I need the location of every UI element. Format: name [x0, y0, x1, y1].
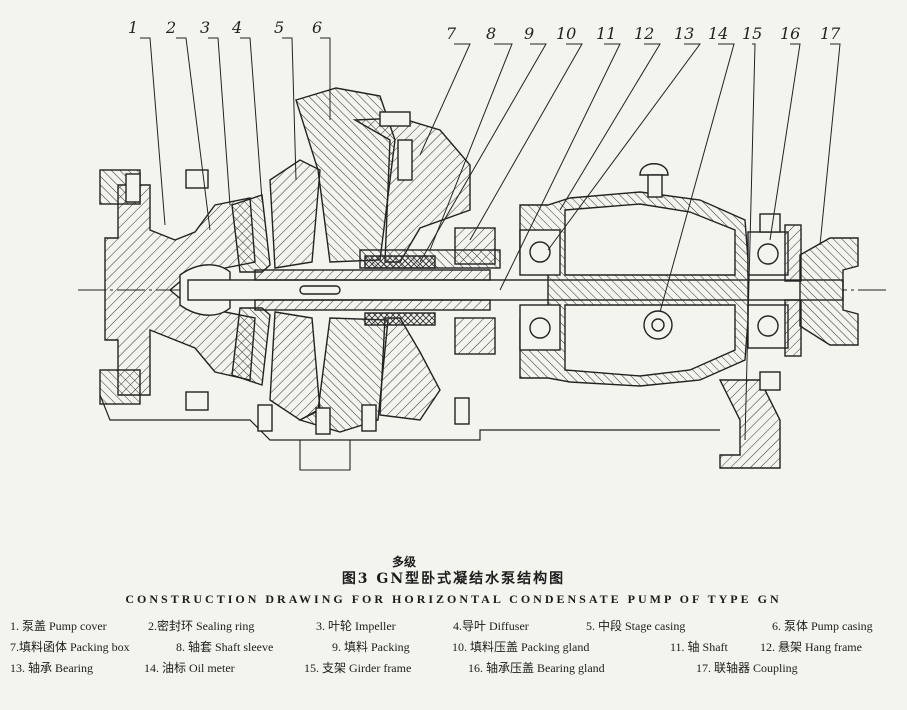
- legend-item: 4.导叶 Diffuser: [453, 619, 529, 633]
- part-number: 6: [312, 18, 323, 37]
- bearing-left: [519, 304, 561, 351]
- legend-item: 7.填料函体 Packing box: [10, 640, 130, 654]
- vent-cap: [639, 163, 669, 176]
- shaft-keyway: [299, 285, 341, 295]
- part-number: 9: [524, 24, 535, 43]
- hang-frame-cavity: [564, 203, 736, 276]
- bolt: [257, 404, 273, 432]
- bearing-ball: [757, 315, 779, 337]
- part-number: 12: [634, 24, 655, 43]
- pump-construction-drawing: [78, 37, 888, 471]
- legend-row-3: 13. 轴承 Bearing 14. 油标 Oil meter 15. 支架 G…: [10, 659, 907, 679]
- figure-title-insert: 多级: [392, 555, 417, 569]
- part-number: 4: [232, 18, 243, 37]
- base-line: [99, 394, 720, 441]
- part-number: 2: [166, 18, 177, 37]
- bolt: [185, 391, 209, 411]
- coupling: [799, 237, 859, 346]
- legend-item: 15. 支架 Girder frame: [304, 661, 412, 675]
- part-number: 3: [200, 18, 211, 37]
- bearing-gland: [784, 299, 802, 357]
- legend-item: 8. 轴套 Shaft sleeve: [176, 640, 274, 654]
- legend-item: 5. 中段 Stage casing: [586, 619, 686, 633]
- legend-item: 17. 联轴器 Coupling: [696, 661, 798, 675]
- part-number: 8: [486, 24, 497, 43]
- bolt: [361, 404, 377, 432]
- part-number: 10: [556, 24, 577, 43]
- diffuser: [269, 311, 321, 421]
- legend-row-2: 7.填料函体 Packing box 8. 轴套 Shaft sleeve 9.…: [10, 638, 907, 658]
- oil-meter-inner: [651, 318, 665, 332]
- legend-item: 16. 轴承压盖 Bearing gland: [468, 661, 605, 675]
- girder-frame: [718, 379, 781, 469]
- part-number: 13: [674, 24, 695, 43]
- diffuser: [269, 159, 321, 269]
- bearing-right: [747, 304, 789, 349]
- figure-title: 图3 GN型卧式凝结水泵结构图: [341, 571, 566, 587]
- vent-stem: [647, 174, 663, 198]
- packing: [364, 255, 436, 269]
- impeller: [231, 194, 271, 273]
- base-line: [299, 440, 351, 471]
- part-number: 16: [780, 24, 801, 43]
- part-number: 17: [820, 24, 841, 43]
- bearing-left: [519, 229, 561, 276]
- pump-casing: [379, 317, 441, 421]
- part-number: 15: [742, 24, 763, 43]
- hang-frame-cavity: [564, 304, 736, 377]
- bolt: [454, 397, 470, 425]
- legend-item: 14. 油标 Oil meter: [144, 661, 235, 675]
- legend-item: 3. 叶轮 Impeller: [316, 619, 396, 633]
- part-number: 11: [596, 24, 617, 43]
- bolt: [125, 173, 141, 203]
- oil-meter: [643, 310, 673, 340]
- shaft-sleeve: [254, 299, 491, 311]
- part-number: 14: [708, 24, 729, 43]
- legend-item: 1. 泵盖 Pump cover: [10, 619, 107, 633]
- bolt: [185, 169, 209, 189]
- part-number: 7: [446, 24, 457, 43]
- bolt: [315, 407, 331, 435]
- bearing-ball: [529, 317, 551, 339]
- impeller: [231, 307, 271, 386]
- bearing-ball: [757, 243, 779, 265]
- legend-item: 2.密封环 Sealing ring: [148, 619, 255, 633]
- part-number: 5: [274, 18, 285, 37]
- shaft-sleeve: [254, 269, 491, 281]
- bolt: [759, 213, 781, 233]
- legend-item: 12. 悬架 Hang frame: [760, 640, 862, 654]
- bearing-gland: [784, 224, 802, 282]
- packing: [364, 312, 436, 326]
- bearing-right: [747, 231, 789, 276]
- packing-gland: [454, 227, 496, 265]
- leader-lines: [140, 37, 841, 441]
- packing-gland: [454, 317, 496, 355]
- figure-subtitle: CONSTRUCTION DRAWING FOR HORIZONTAL COND…: [125, 592, 782, 606]
- part-number: 1: [128, 18, 139, 37]
- legend-item: 6. 泵体 Pump casing: [772, 619, 873, 633]
- legend-item: 9. 填料 Packing: [332, 640, 410, 654]
- legend-item: 10. 填料压盖 Packing gland: [452, 640, 590, 654]
- legend-item: 13. 轴承 Bearing: [10, 661, 93, 675]
- bolt: [759, 371, 781, 391]
- bearing-ball: [529, 241, 551, 263]
- top-bolt: [397, 139, 413, 181]
- legend-item: 11. 轴 Shaft: [670, 640, 728, 654]
- inlet-flange-bottom: [99, 369, 141, 405]
- top-bolt: [379, 111, 411, 127]
- legend-row-1: 1. 泵盖 Pump cover 2.密封环 Sealing ring 3. 叶…: [10, 617, 907, 637]
